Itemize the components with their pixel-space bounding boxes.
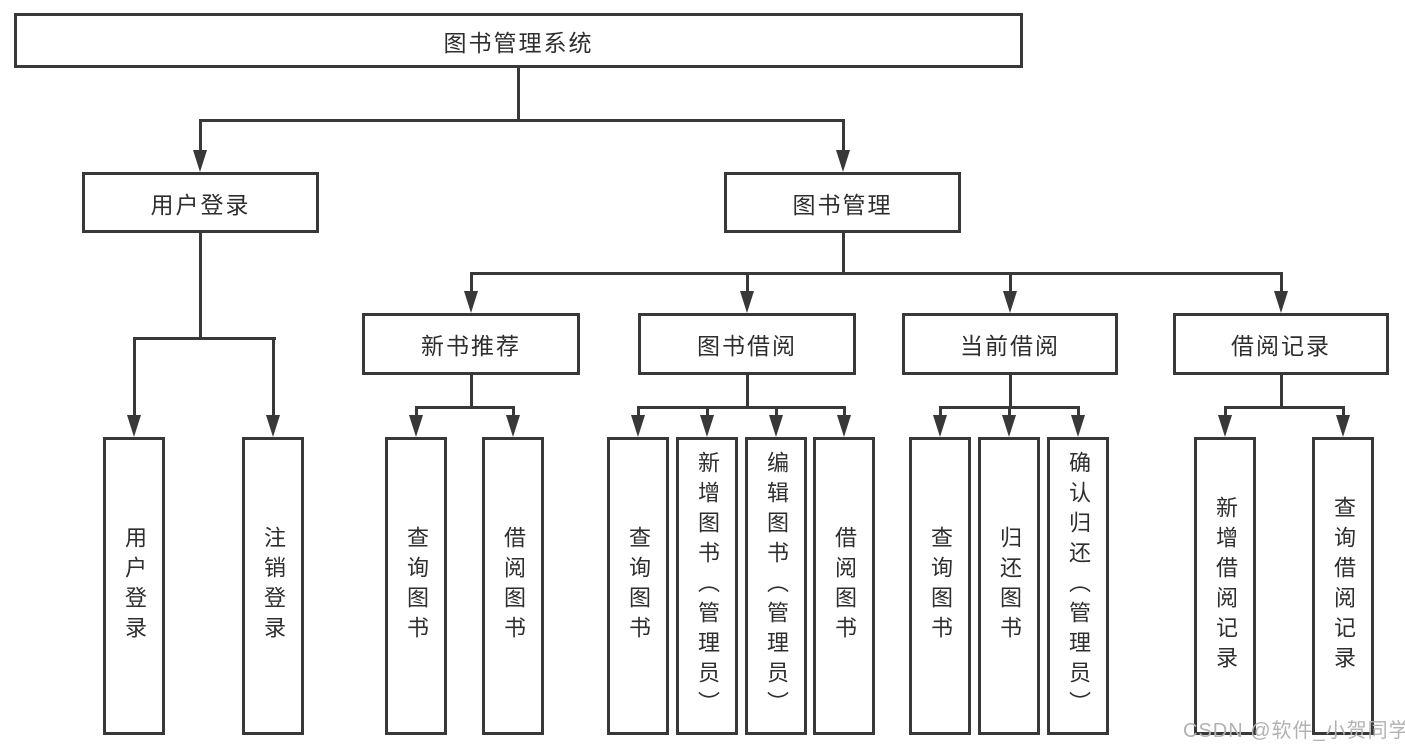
arrowhead-new-book-recommend: [464, 291, 478, 313]
leaf-confirm-return-admin: 确认归还（管理员）: [1047, 437, 1109, 735]
leaf-edit-book-admin: 编辑图书（管理员）: [745, 437, 807, 735]
arrowhead-edit-book: [769, 415, 783, 437]
arrowhead-book-management: [836, 150, 850, 172]
leaf-add-borrow-record: 新增借阅记录: [1194, 437, 1256, 735]
connector-drop-return-book: [1008, 406, 1011, 417]
arrowhead-leaf-user-login: [127, 415, 141, 437]
connector-drop-user-login: [199, 119, 202, 152]
leaf-query-books-1: 查询图书: [385, 437, 447, 735]
connector-book-borrowing-hbar: [637, 406, 846, 409]
arrowhead-leaf-logout: [266, 415, 280, 437]
arrowhead-borrowing-records: [1274, 291, 1288, 313]
arrowhead-confirm-return: [1071, 415, 1085, 437]
leaf-borrow-books-1: 借阅图书: [482, 437, 544, 735]
connector-root-trunk: [517, 68, 520, 121]
connector-drop-borrowing-records: [1280, 272, 1283, 293]
connector-drop-query-books-3: [939, 406, 942, 417]
node-current-borrowing: 当前借阅: [902, 313, 1118, 375]
connector-borrowing-records-hbar: [1224, 406, 1345, 409]
connector-drop-query-borrow-record: [1342, 406, 1345, 417]
connector-drop-leaf-logout: [272, 337, 275, 417]
connector-drop-current-borrowing: [1009, 272, 1012, 293]
arrowhead-query-books-3: [933, 415, 947, 437]
connector-drop-leaf-user-login: [133, 337, 136, 417]
connector-drop-book-borrowing: [746, 272, 749, 293]
node-library-system: 图书管理系统: [14, 13, 1023, 68]
arrowhead-query-borrow-record: [1336, 415, 1350, 437]
connector-book-management-hbar: [470, 272, 1283, 275]
node-user-login: 用户登录: [82, 172, 319, 233]
arrowhead-borrow-books-1: [506, 415, 520, 437]
arrowhead-add-book: [700, 415, 714, 437]
connector-book-management-trunk: [842, 233, 845, 274]
connector-drop-confirm-return: [1077, 406, 1080, 417]
leaf-add-book-admin: 新增图书（管理员）: [676, 437, 738, 735]
arrowhead-user-login: [193, 150, 207, 172]
connector-new-book-recommend-trunk: [470, 375, 473, 408]
leaf-query-books-3: 查询图书: [909, 437, 971, 735]
connector-user-login-hbar: [133, 337, 276, 340]
connector-drop-new-book-recommend: [470, 272, 473, 293]
connector-new-book-recommend-hbar: [415, 406, 515, 409]
arrowhead-book-borrowing: [740, 291, 754, 313]
leaf-borrow-books-2: 借阅图书: [813, 437, 875, 735]
node-new-book-recommend: 新书推荐: [362, 313, 580, 375]
arrowhead-return-book: [1002, 415, 1016, 437]
leaf-return-book: 归还图书: [978, 437, 1040, 735]
connector-drop-add-borrow-record: [1224, 406, 1227, 417]
connector-drop-borrow-books-1: [512, 406, 515, 417]
connector-drop-query-books-1: [415, 406, 418, 417]
leaf-query-borrow-record: 查询借阅记录: [1312, 437, 1374, 735]
connector-root-hbar: [199, 119, 845, 122]
connector-drop-edit-book: [775, 406, 778, 417]
connector-drop-query-books-2: [637, 406, 640, 417]
arrowhead-query-books-1: [409, 415, 423, 437]
connector-drop-add-book: [706, 406, 709, 417]
leaf-logout: 注销登录: [242, 437, 304, 735]
arrowhead-current-borrowing: [1003, 291, 1017, 313]
node-book-borrowing: 图书借阅: [638, 313, 856, 375]
leaf-user-login: 用户登录: [103, 437, 165, 735]
connector-drop-borrow-books-2: [843, 406, 846, 417]
connector-user-login-trunk: [199, 233, 202, 339]
connector-current-borrowing-trunk: [1009, 375, 1012, 408]
connector-drop-book-management: [842, 119, 845, 152]
arrowhead-borrow-books-2: [837, 415, 851, 437]
arrowhead-query-books-2: [631, 415, 645, 437]
connector-book-borrowing-trunk: [746, 375, 749, 408]
node-borrowing-records: 借阅记录: [1173, 313, 1389, 375]
csdn-watermark: CSDN @软件_小贺同学: [1183, 720, 1405, 742]
connector-borrowing-records-trunk: [1280, 375, 1283, 408]
leaf-query-books-2: 查询图书: [607, 437, 669, 735]
arrowhead-add-borrow-record: [1218, 415, 1232, 437]
node-book-management: 图书管理: [724, 172, 961, 233]
